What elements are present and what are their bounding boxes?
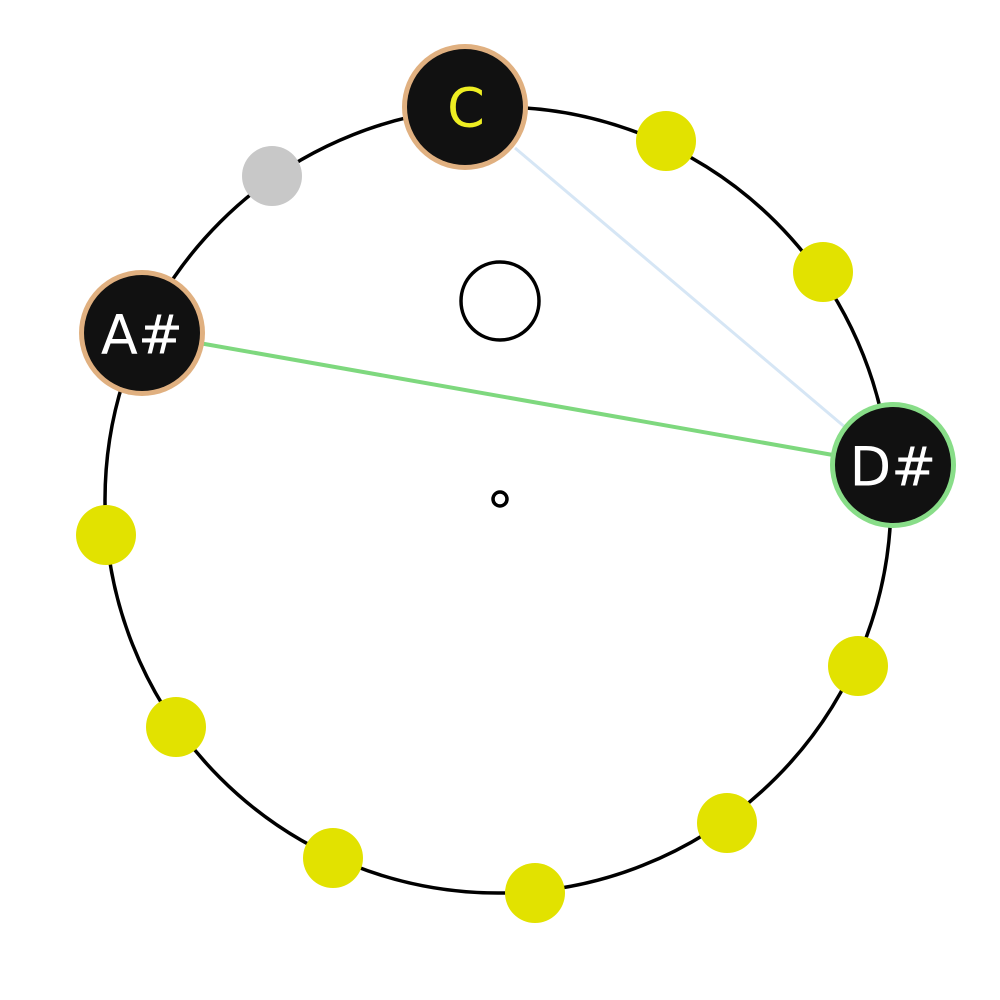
note-d-sharp-label: D#	[850, 436, 937, 499]
note-d-sharp-disc	[835, 407, 951, 523]
pitch-dot-b[interactable]	[242, 146, 302, 206]
pitch-dot-c-sharp[interactable]	[636, 111, 696, 171]
pitch-dot-f-sharp[interactable]	[505, 863, 565, 923]
pitch-dot-a[interactable]	[76, 505, 136, 565]
pitch-dot-g-sharp[interactable]	[146, 697, 206, 757]
center-point	[491, 490, 509, 508]
note-c-label: C	[447, 77, 485, 140]
pitch-dot-f[interactable]	[697, 793, 757, 853]
pitch-dot-d[interactable]	[793, 242, 853, 302]
pitch-dot-e[interactable]	[828, 636, 888, 696]
link-a-sharp-d-sharp	[198, 341, 834, 457]
inner-marker-circle	[459, 260, 541, 342]
note-c[interactable]: C	[402, 44, 528, 170]
note-d-sharp[interactable]: D#	[830, 402, 956, 528]
note-c-disc	[407, 49, 523, 165]
note-a-sharp-label: A#	[101, 304, 183, 367]
note-a-sharp-disc	[84, 275, 200, 391]
link-c-d-sharp	[514, 146, 847, 430]
pitch-dot-g[interactable]	[303, 828, 363, 888]
note-a-sharp[interactable]: A#	[79, 270, 205, 396]
